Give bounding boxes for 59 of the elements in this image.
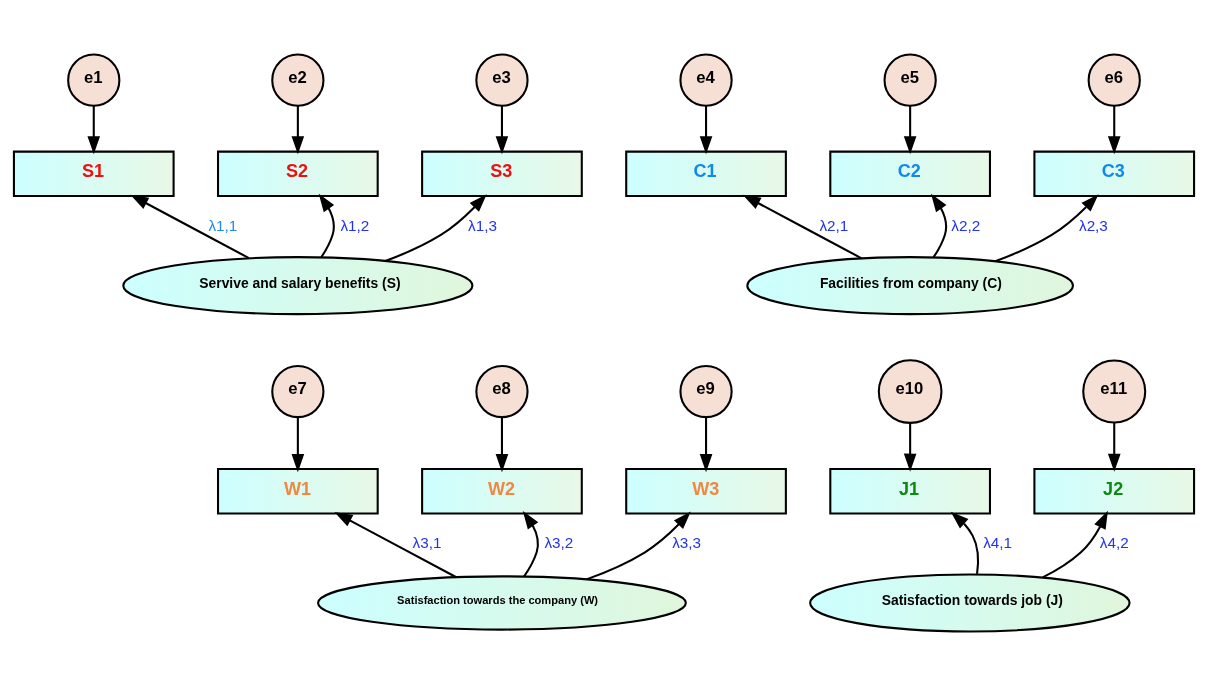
arrow [903,105,917,155]
node-box: C2 [829,150,991,198]
arrow [1107,422,1121,472]
arrow [87,105,101,155]
arrow [950,511,980,575]
node-circle: e4 [679,53,733,107]
node-box: C1 [625,150,787,198]
arrow [1042,510,1108,579]
node-box: S3 [421,150,583,198]
node-box: S1 [12,150,175,198]
node-box: J2 [1033,467,1196,515]
node-circle: e9 [679,364,733,419]
node-box: C3 [1033,150,1196,198]
arrow [1107,105,1121,155]
edge-label: λ3,1 [412,533,442,551]
edge-label: λ2,1 [819,216,849,234]
node-ellipse: Servive and salary benefits (S) [122,256,474,316]
edge-label: λ1,3 [468,216,497,234]
node-circle: e2 [271,53,325,107]
edge-label: λ2,2 [951,216,981,234]
arrow [742,194,863,260]
arrow [318,193,335,258]
arrow [291,105,305,155]
edge-label: λ1,1 [208,216,238,234]
arrow [385,194,487,262]
node-circle: e11 [1082,359,1147,424]
node-box: S2 [217,150,379,198]
edge-label: λ4,1 [983,533,1013,551]
edge-label: λ2,3 [1079,216,1108,234]
arrow [903,423,917,472]
arrow [994,194,1099,263]
arrow [291,417,305,473]
node-box: W2 [421,467,583,515]
node-box: W1 [217,467,379,515]
node-circle: e7 [271,364,325,419]
node-circle: e3 [475,53,529,107]
edge-label: λ3,3 [672,533,702,551]
arrow [931,193,948,258]
node-circle: e1 [67,53,121,107]
edge-label: λ1,2 [340,216,370,234]
edge-label: λ4,2 [1099,533,1129,551]
node-ellipse: Satisfaction towards the company (W) [317,575,687,631]
node-circle: e10 [877,359,943,424]
arrow [495,417,509,473]
arrow [130,194,250,259]
node-box: W3 [625,467,787,515]
node-ellipse: Facilities from company (C) [746,256,1074,316]
arrow [522,511,539,578]
arrow [334,512,457,579]
node-circle: e6 [1087,53,1141,107]
edge-label: λ3,2 [544,533,574,551]
node-circle: e5 [883,53,937,107]
arrow [495,105,509,155]
node-ellipse: Satisfaction towards job (J) [809,573,1131,633]
node-circle: e8 [475,364,529,419]
node-box: J1 [829,467,991,515]
arrow [586,511,691,581]
arrow [699,417,713,473]
arrow [699,105,713,155]
